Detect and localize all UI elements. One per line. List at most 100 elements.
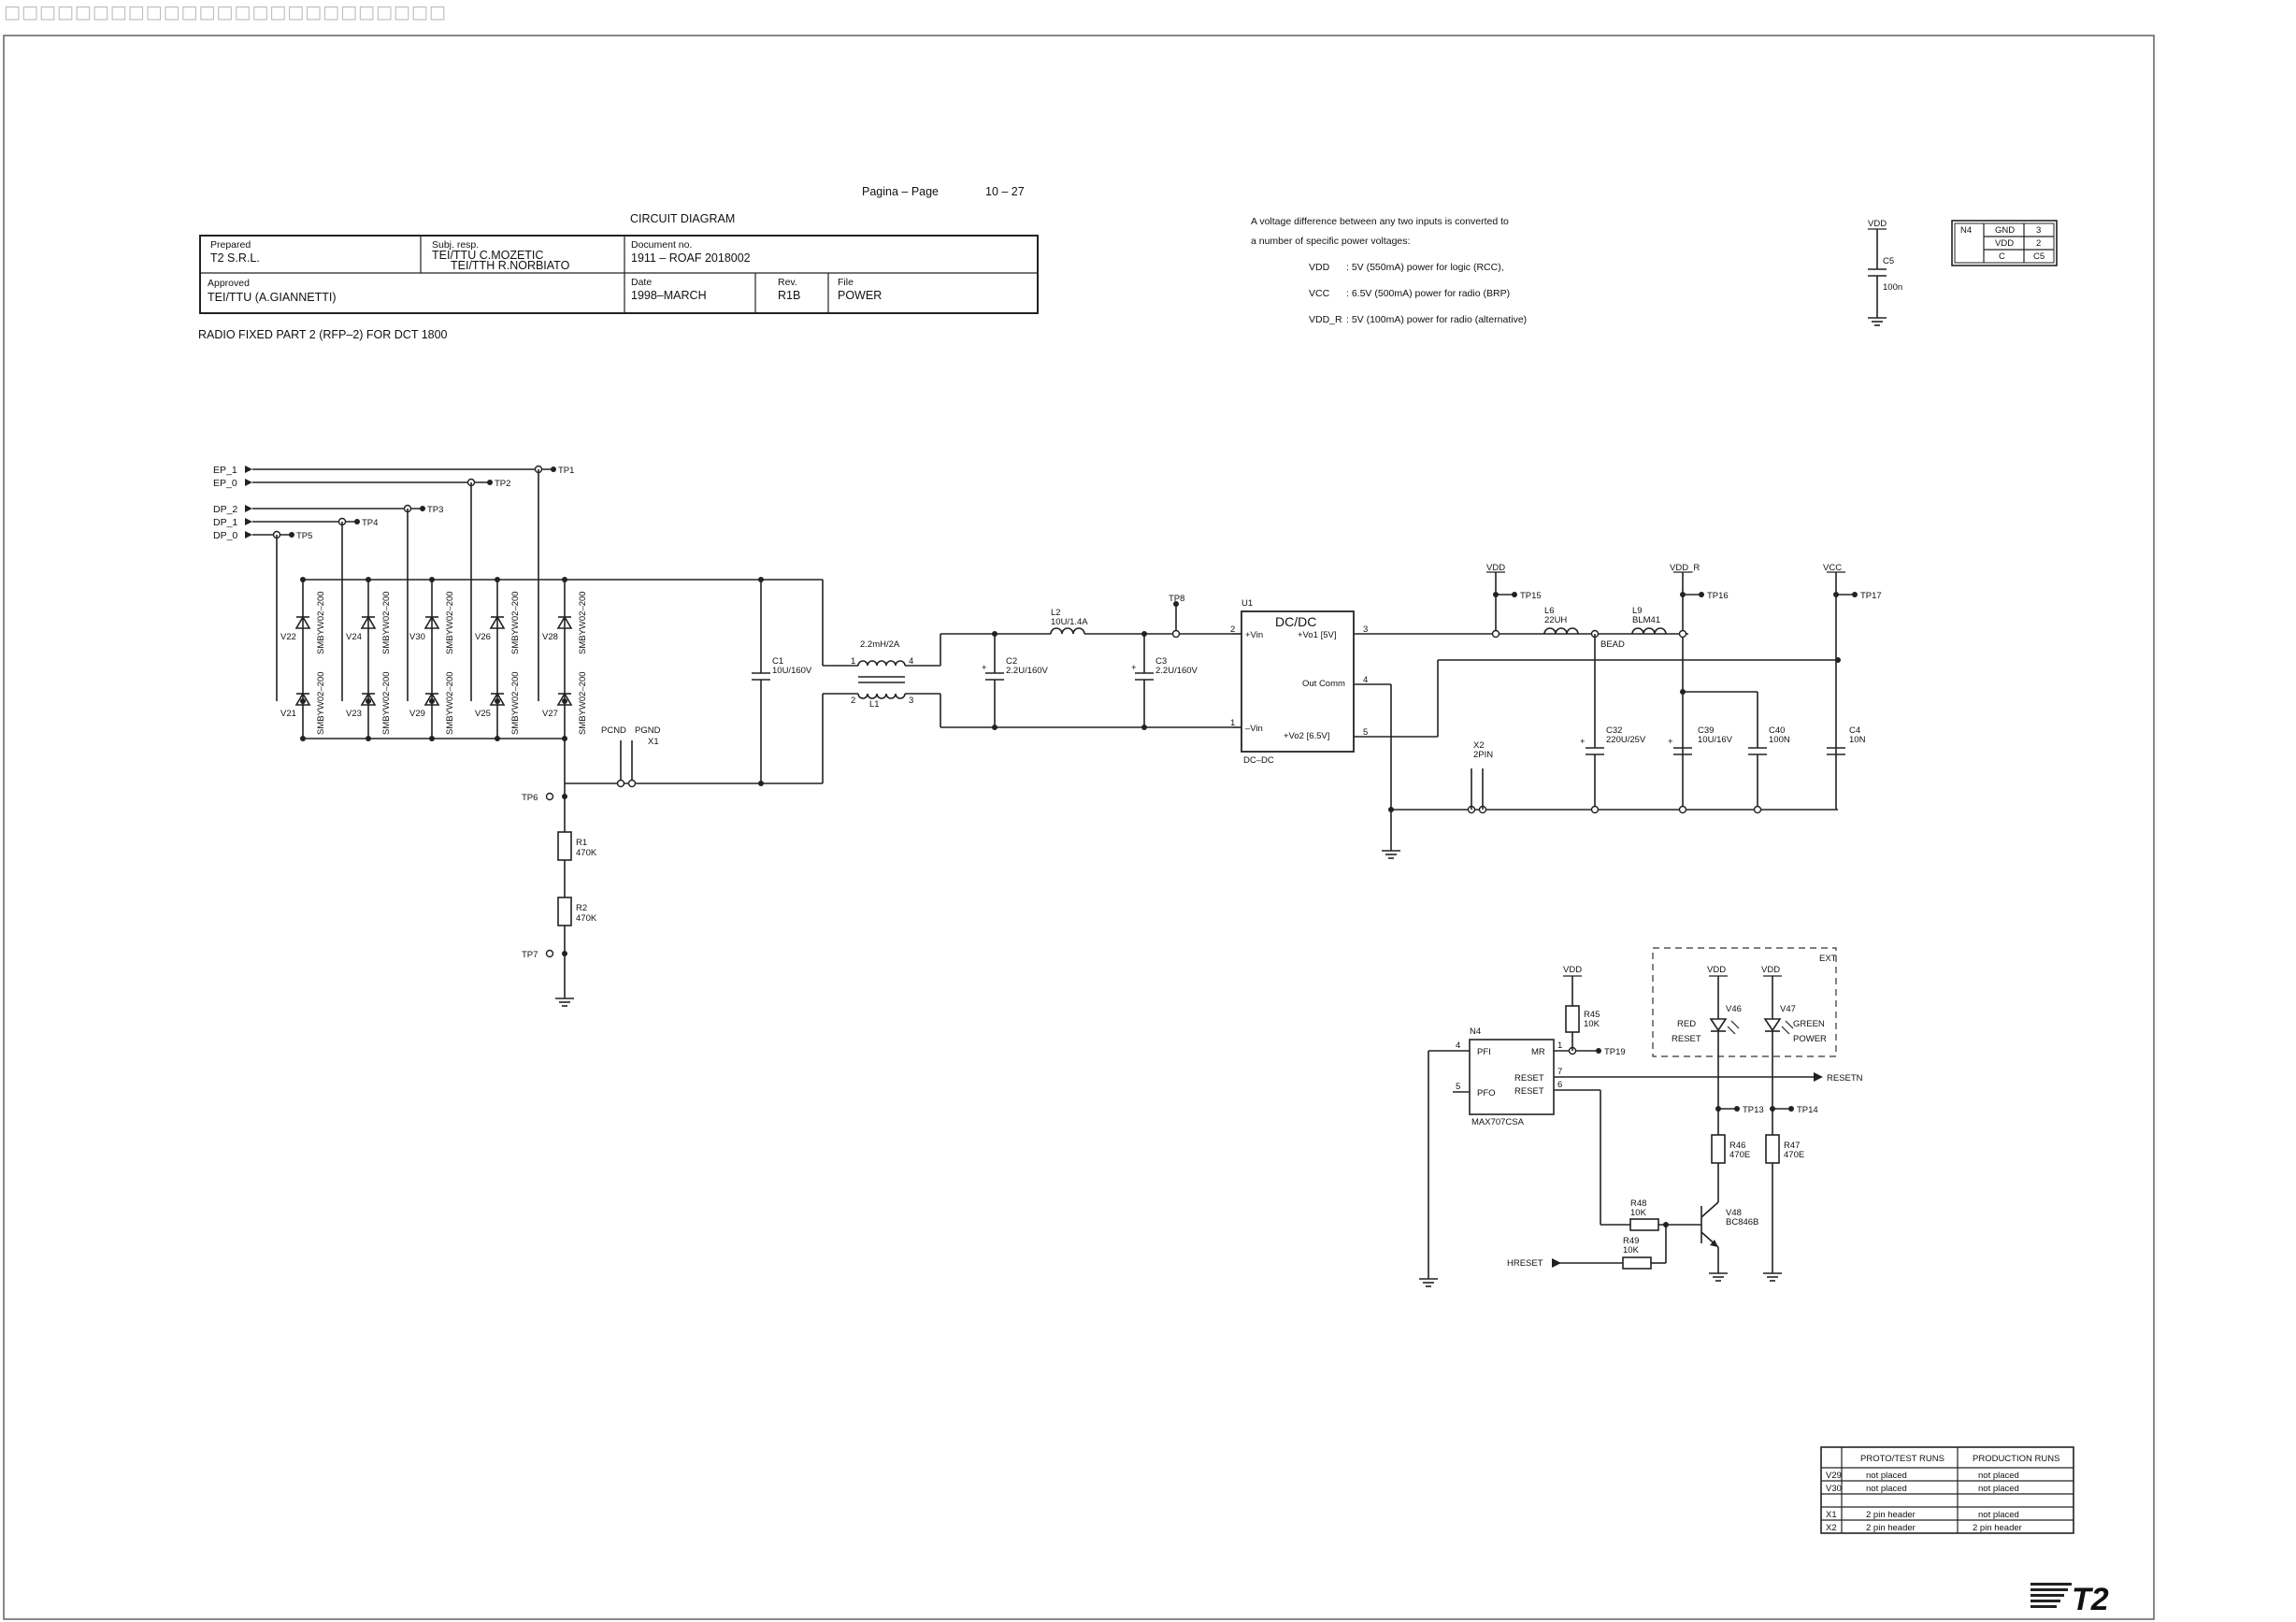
svg-text:TP8: TP8	[1169, 594, 1184, 604]
svg-text:VDD_R: VDD_R	[1670, 563, 1700, 573]
diode-v21	[294, 692, 311, 706]
svg-text:100N: 100N	[1769, 735, 1790, 745]
svg-text:L6: L6	[1544, 606, 1555, 616]
svg-text:DP_0: DP_0	[213, 530, 237, 541]
page-number: 10 – 27	[985, 185, 1025, 198]
svg-text:+: +	[1668, 737, 1673, 747]
note-vcc-desc: : 6.5V (500mA) power for radio (BRP)	[1346, 288, 1510, 299]
svg-text:470E: 470E	[1729, 1150, 1750, 1160]
svg-text:V47: V47	[1780, 1004, 1796, 1014]
page-label: Pagina – Page	[862, 185, 939, 198]
sheet-border	[3, 35, 2155, 1620]
svg-text:C: C	[1999, 251, 2005, 262]
reset-supervisor: N4 MAX707CSA PFI MR PFO RESET RESET 4 5 …	[1419, 965, 1863, 1287]
note-vdd-name: VDD	[1309, 262, 1330, 273]
diode-ref-v30: V30	[409, 632, 425, 642]
svg-text:4: 4	[1456, 1041, 1460, 1051]
svg-text:TP4: TP4	[362, 518, 378, 528]
svg-text:X1: X1	[1826, 1510, 1837, 1520]
svg-text:PFO: PFO	[1477, 1088, 1496, 1098]
svg-text:5: 5	[1456, 1082, 1460, 1092]
file-label: File	[838, 277, 854, 288]
svg-text:BC846B: BC846B	[1726, 1217, 1758, 1227]
svg-text:GREEN: GREEN	[1793, 1019, 1825, 1029]
u1-dcdc-converter: U1 DC/DC DC–DC 21 +Vin –Vin +Vo1 [5V] Ou…	[1230, 598, 1841, 859]
svg-text:not placed: not placed	[1978, 1510, 2019, 1520]
diode-v30	[423, 615, 440, 629]
svg-text:PCND: PCND	[601, 725, 626, 736]
svg-text:V48: V48	[1726, 1208, 1742, 1218]
diode-v28	[556, 615, 573, 629]
svg-text:R1: R1	[576, 838, 587, 848]
output-filter: VDD TP15 L6 22UH BEAD L9 BLM41 VDD_R TP1…	[1467, 563, 1882, 814]
svg-text:2: 2	[2036, 238, 2041, 249]
svg-text:7: 7	[1557, 1067, 1562, 1077]
svg-text:VDD: VDD	[1707, 965, 1726, 975]
document-value: 1911 – ROAF 2018002	[631, 251, 751, 265]
diode-v26	[489, 615, 506, 629]
svg-text:not placed: not placed	[1978, 1471, 2019, 1481]
rectifier-section: EP_1 EP_0 DP_2 DP_1 DP_0 TP1 TP2 TP3 TP4…	[213, 465, 761, 795]
svg-text:3: 3	[1363, 624, 1368, 635]
note-vcc-name: VCC	[1309, 288, 1330, 299]
svg-text:VCC: VCC	[1823, 563, 1842, 573]
svg-text:R47: R47	[1784, 1141, 1800, 1151]
svg-text:C5: C5	[2033, 251, 2045, 262]
prepared-label: Prepared	[210, 239, 251, 251]
diode-v22	[294, 615, 311, 629]
diode-ref-v26: V26	[475, 632, 491, 642]
svg-text:DP_2: DP_2	[213, 504, 237, 515]
approved-value: TEI/TTU (A.GIANNETTI)	[208, 291, 337, 304]
rev-label: Rev.	[778, 277, 797, 288]
diode-part-label: SMBYW02–200	[510, 591, 521, 654]
diode-v29	[423, 692, 440, 706]
svg-text:RESET: RESET	[1514, 1086, 1544, 1097]
svg-text:RESET: RESET	[1672, 1034, 1701, 1044]
diode-part-label: SMBYW02–200	[445, 591, 455, 654]
svg-text:1: 1	[1557, 1041, 1562, 1051]
note-vdd-desc: : 5V (550mA) power for logic (RCC),	[1346, 262, 1504, 273]
subj-value-1: TEI/TTU C.MOZETIC	[432, 249, 543, 262]
input-filter: L2 10U/1.4A + C2 2.2U/160V + C3 2.2U/160…	[940, 594, 1232, 730]
svg-text:VDD: VDD	[1486, 563, 1505, 573]
svg-text:+Vo1 [5V]: +Vo1 [5V]	[1298, 630, 1336, 640]
svg-text:10U/1.4A: 10U/1.4A	[1051, 617, 1088, 627]
svg-text:220U/25V: 220U/25V	[1606, 735, 1646, 745]
svg-text:TP15: TP15	[1520, 591, 1542, 601]
svg-text:1: 1	[851, 656, 855, 667]
svg-text:10K: 10K	[1584, 1019, 1600, 1029]
header-placeholder-text: □□□□□□□□□□□□□□□□□□□□□□□□□	[4, 2, 447, 22]
svg-text:EXT: EXT	[1819, 954, 1837, 964]
svg-text:+: +	[982, 663, 987, 673]
diode-v24	[360, 615, 377, 629]
svg-text:X2: X2	[1473, 740, 1485, 751]
c5-capacitor: VDD C5 100n	[1868, 219, 1902, 326]
svg-text:5: 5	[1363, 727, 1368, 738]
diode-ref-v24: V24	[346, 632, 362, 642]
svg-text:470K: 470K	[576, 848, 597, 858]
diode-ref-v23: V23	[346, 709, 362, 719]
svg-text:R49: R49	[1623, 1236, 1639, 1246]
svg-text:TP19: TP19	[1604, 1047, 1626, 1057]
svg-text:2.2U/160V: 2.2U/160V	[1155, 666, 1198, 676]
diode-v27	[556, 692, 573, 706]
svg-text:MR: MR	[1531, 1047, 1545, 1057]
svg-text:L9: L9	[1632, 606, 1643, 616]
svg-text:C40: C40	[1769, 725, 1785, 736]
svg-text:V46: V46	[1726, 1004, 1742, 1014]
note-vddr-name: VDD_R	[1309, 314, 1342, 325]
svg-text:DC/DC: DC/DC	[1275, 614, 1316, 629]
svg-text:HRESET: HRESET	[1507, 1258, 1543, 1269]
svg-text:GND: GND	[1995, 225, 2015, 236]
note-line-1: A voltage difference between any two inp…	[1251, 216, 1509, 227]
svg-text:DP_1: DP_1	[213, 517, 237, 528]
svg-text:2: 2	[851, 696, 855, 706]
svg-text:C2: C2	[1006, 656, 1017, 667]
note-vddr-desc: : 5V (100mA) power for radio (alternativ…	[1346, 314, 1527, 325]
svg-text:L1: L1	[869, 699, 880, 710]
svg-text:BLM41: BLM41	[1632, 615, 1660, 625]
svg-text:POWER: POWER	[1793, 1034, 1827, 1044]
power-table-ref: N4	[1960, 225, 1972, 236]
